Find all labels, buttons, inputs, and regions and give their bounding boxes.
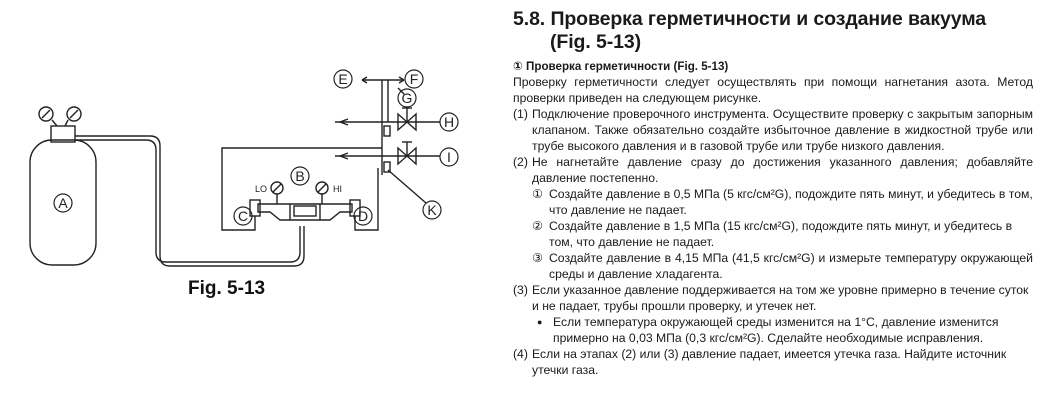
step-text: Создайте давление в 4,15 МПа (41,5 кгс/с… (549, 251, 1033, 281)
section-heading: 5.8. Проверка герметичности и создание в… (513, 8, 1033, 54)
gauge-manifold (257, 203, 353, 221)
svg-text:E: E (338, 71, 347, 87)
svg-text:I: I (447, 149, 451, 165)
item-number: (4) (513, 347, 528, 361)
step-2: ② Создайте давление в 1,5 МПа (15 кгс/см… (513, 218, 1033, 250)
low-side-hose (221, 147, 382, 231)
marker-f: F (404, 69, 424, 89)
valve-lower (397, 146, 417, 166)
item-text: Если на этапах (2) или (3) давление пада… (532, 347, 1007, 377)
marker-g: G (397, 88, 417, 108)
regulator-gauge-left (38, 106, 54, 122)
svg-text:G: G (402, 90, 413, 106)
marker-a: A (53, 193, 73, 213)
item-text: Не нагнетайте давление сразу до достижен… (532, 155, 1033, 185)
marker-d: D (353, 206, 373, 226)
figure-5-13: A B C D E F G (0, 0, 500, 400)
marker-e: E (333, 69, 353, 89)
svg-text:F: F (410, 71, 419, 87)
figure-caption: Fig. 5-13 (188, 278, 266, 299)
svg-text:K: K (427, 202, 437, 218)
item-number: (2) (513, 155, 528, 169)
step-3: ③ Создайте давление в 4,15 МПа (41,5 кгс… (513, 250, 1033, 282)
item-number: (1) (513, 107, 528, 121)
bullet-note: ● Если температура окружающей среды изме… (513, 314, 1033, 346)
step-mark: ② (532, 219, 543, 233)
step-text: Создайте давление в 0,5 МПа (5 кгс/см²G)… (549, 187, 1033, 217)
subsection-title: ① Проверка герметичности (Fig. 5-13) (513, 60, 729, 73)
item-number: (3) (513, 283, 528, 297)
item-text: Если указанное давление поддерживается н… (532, 283, 1029, 313)
step-1: ① Создайте давление в 0,5 МПа (5 кгс/см²… (513, 186, 1033, 218)
svg-text:C: C (238, 208, 248, 224)
charging-hose (75, 135, 305, 267)
marker-h: H (439, 112, 459, 132)
list-item-3: (3) Если указанное давление поддерживает… (513, 282, 1033, 314)
list-item-2: (2) Не нагнетайте давление сразу до дост… (513, 154, 1033, 186)
item-text: Подключение проверочного инструмента. Ос… (532, 107, 1033, 153)
hi-label: HI (333, 184, 342, 194)
svg-text:H: H (444, 114, 454, 130)
heading-line-2: (Fig. 5-13) (550, 31, 641, 53)
bullet-mark: ● (537, 317, 543, 327)
svg-text:D: D (358, 208, 368, 224)
piping-diagram: A B C D E F G (29, 69, 459, 267)
svg-text:A: A (58, 195, 68, 211)
marker-i: I (439, 147, 459, 167)
valve-upper (397, 112, 417, 132)
nitrogen-cylinder (29, 139, 97, 266)
high-side-hose (354, 168, 379, 231)
section-text: 5.8. Проверка герметичности и создание в… (513, 8, 1033, 378)
intro-paragraph: Проверку герметичности следует осуществл… (513, 75, 1033, 105)
cylinder-valve (50, 125, 76, 143)
step-mark: ① (532, 187, 543, 201)
list-item-4: (4) Если на этапах (2) или (3) давление … (513, 346, 1033, 378)
step-text: Создайте давление в 1,5 МПа (15 кгс/см²G… (549, 219, 1013, 249)
regulator-gauge-right (66, 106, 82, 122)
list-item-1: (1) Подключение проверочного инструмента… (513, 106, 1033, 154)
marker-c: C (233, 206, 253, 226)
step-mark: ③ (532, 251, 543, 265)
marker-k: K (422, 200, 442, 220)
marker-b: B (290, 166, 310, 186)
svg-text:B: B (295, 168, 304, 184)
bullet-text: Если температура окружающей среды измени… (553, 315, 999, 345)
heading-line-1: 5.8. Проверка герметичности и создание в… (513, 8, 987, 30)
lo-label: LO (255, 184, 267, 194)
